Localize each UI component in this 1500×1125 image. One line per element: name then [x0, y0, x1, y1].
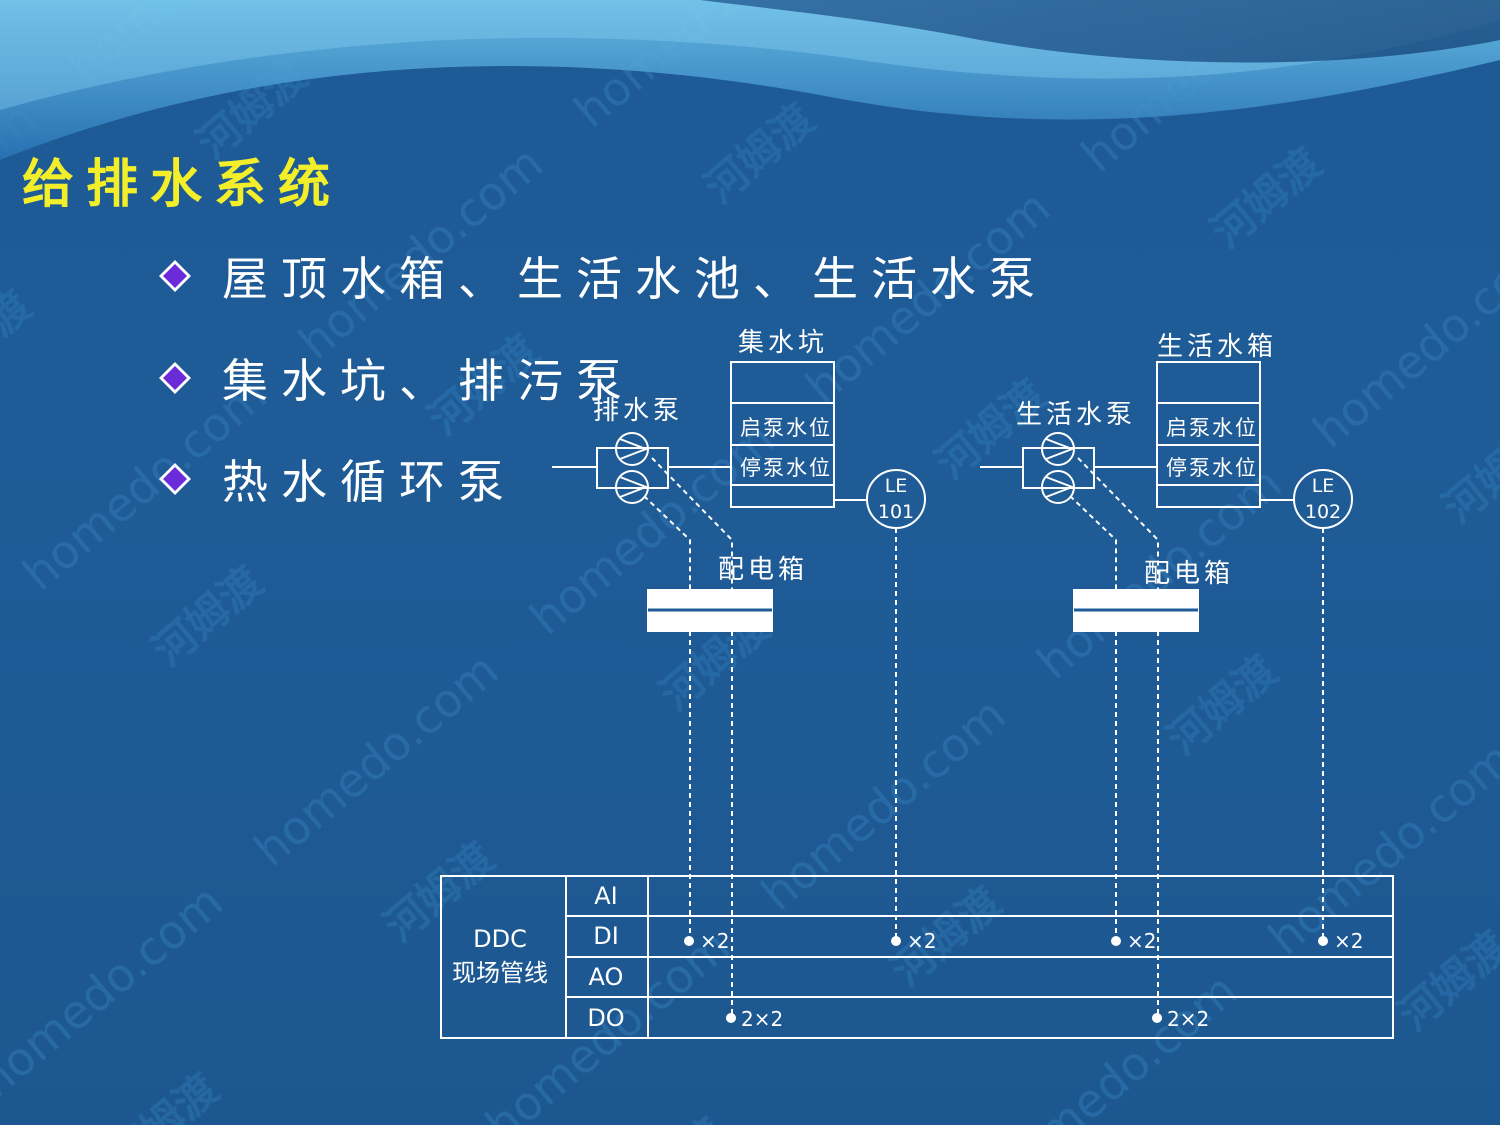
di-point-marker [684, 936, 694, 946]
left-sensor-number: 101 [878, 501, 914, 523]
right-pump-label: 生活水泵 [1016, 400, 1136, 430]
bullet-item: 热水循环泵 [158, 446, 517, 512]
do-point-marker [1152, 1013, 1162, 1023]
di-mark-label: ×2 [907, 929, 936, 953]
right-level-sensor: LE 102 [1293, 469, 1353, 940]
left-start-level: 启泵水位 [740, 416, 832, 440]
left-level-sensor: LE 101 [866, 469, 926, 940]
do-mark-label: 2×2 [1167, 1007, 1209, 1031]
ddc-row-di: DI [593, 922, 619, 950]
di-mark-label: ×2 [1127, 929, 1156, 953]
ddc-row-ao: AO [589, 963, 624, 991]
di-point-marker [891, 936, 901, 946]
di-mark-label: ×2 [700, 929, 729, 953]
right-sensor-number: 102 [1305, 501, 1341, 523]
ddc-row-ai: AI [594, 882, 618, 910]
right-start-level: 启泵水位 [1166, 416, 1258, 440]
ddc-label-line2: 现场管线 [452, 959, 548, 987]
left-stop-level: 停泵水位 [740, 456, 832, 480]
left-pump-group: 排水泵 [552, 396, 733, 590]
left-tank-label: 集水坑 [738, 328, 828, 358]
do-mark-label: 2×2 [741, 1007, 783, 1031]
ddc-row-do: DO [587, 1004, 624, 1032]
bullet-item: 屋顶水箱、生活水池、生活水泵 [158, 243, 1048, 309]
diamond-bullet-icon [159, 260, 191, 292]
bullet-item: 集水坑、排污泵 [158, 345, 635, 411]
bullet-text: 集水坑、排污泵 [222, 354, 635, 408]
diamond-bullet-icon [159, 362, 191, 394]
left-panel-label: 配电箱 [718, 555, 808, 585]
right-pump-group: 生活水泵 [980, 400, 1159, 590]
bullet-text: 热水循环泵 [222, 455, 517, 509]
right-stop-level: 停泵水位 [1166, 456, 1258, 480]
di-point-marker [1111, 936, 1121, 946]
bullet-text: 屋顶水箱、生活水池、生活水泵 [222, 252, 1048, 306]
do-point-marker [726, 1013, 736, 1023]
left-tank: 集水坑 启泵水位 停泵水位 [730, 328, 867, 508]
diamond-bullet-icon [159, 463, 191, 495]
right-panel-label: 配电箱 [1144, 559, 1234, 589]
ddc-label-line1: DDC [473, 925, 527, 953]
right-tank: 生活水箱 启泵水位 停泵水位 [1156, 332, 1294, 508]
ddc-table: DDC 现场管线 AI DI AO DO ×2 ×2 ×2 ×2 2×2 2×2 [440, 875, 1394, 1039]
di-mark-label: ×2 [1334, 929, 1363, 953]
left-pump-label: 排水泵 [593, 396, 683, 426]
left-distribution-box: 配电箱 [647, 555, 808, 1018]
left-sensor-tag: LE [885, 475, 908, 497]
right-tank-label: 生活水箱 [1157, 332, 1277, 362]
right-distribution-box: 配电箱 [1073, 559, 1234, 1018]
slide-title: 给排水系统 [22, 155, 343, 215]
right-sensor-tag: LE [1312, 475, 1335, 497]
di-point-marker [1318, 936, 1328, 946]
